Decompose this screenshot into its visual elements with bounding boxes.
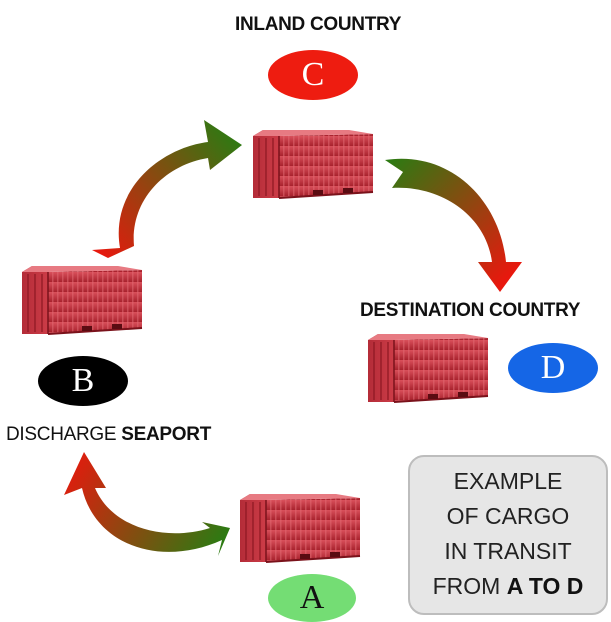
badge-a: A: [268, 574, 356, 622]
arrow-origin-to-seaport: [64, 452, 230, 556]
badge-b: B: [38, 356, 128, 406]
badge-c: C: [268, 50, 358, 100]
shipping-container-icon-destination: [367, 333, 489, 403]
note-line-4-plain: FROM: [432, 573, 507, 599]
badge-b-letter: B: [71, 362, 95, 399]
shipping-container-icon-origin: [239, 493, 361, 563]
note-line-1: EXAMPLE: [453, 468, 563, 494]
badge-d: D: [508, 343, 598, 393]
badge-c-letter: C: [301, 56, 325, 93]
note-line-2: OF CARGO: [446, 503, 570, 529]
inland-country-title: INLAND COUNTRY: [235, 14, 402, 35]
destination-country-title: DESTINATION COUNTRY: [360, 300, 581, 321]
note-line-4: FROM A TO D: [410, 569, 606, 604]
discharge-seaport-title: DISCHARGE SEAPORT: [6, 424, 211, 446]
note-line-3: IN TRANSIT: [444, 538, 572, 564]
shipping-container-icon-inland: [252, 129, 374, 199]
discharge-seaport-title-bold: SEAPORT: [121, 424, 211, 445]
example-note-box: EXAMPLE OF CARGO IN TRANSIT FROM A TO D: [408, 455, 608, 615]
arrow-seaport-to-inland: [92, 120, 242, 258]
badge-d-letter: D: [540, 349, 566, 386]
note-line-4-bold: A TO D: [506, 573, 584, 599]
shipping-container-icon-seaport: [21, 265, 143, 335]
badge-a-letter: A: [299, 579, 325, 616]
arrow-inland-to-destination: [385, 158, 522, 292]
discharge-seaport-title-plain: DISCHARGE: [6, 424, 122, 445]
